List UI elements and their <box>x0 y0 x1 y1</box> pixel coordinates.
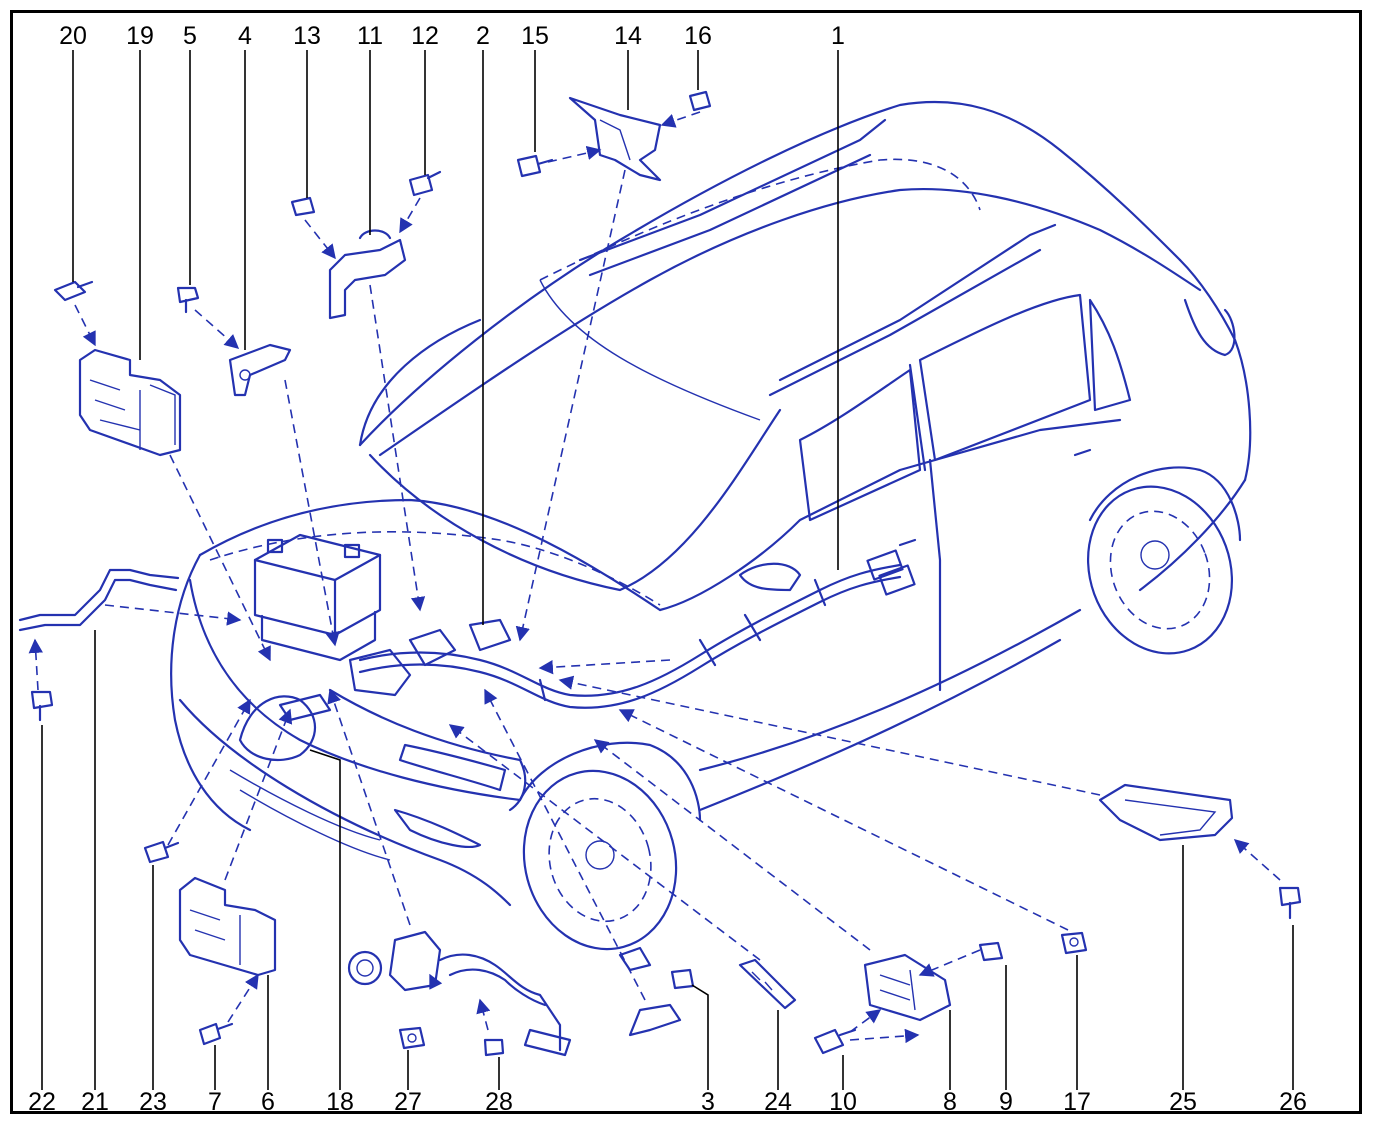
callouts-bottom: 22 21 23 7 6 18 27 28 3 24 10 8 9 17 25 … <box>28 1088 1307 1116</box>
callout-18: 18 <box>326 1088 354 1116</box>
callout-7: 7 <box>208 1088 222 1116</box>
main-harness <box>238 549 916 762</box>
callout-2: 2 <box>476 22 490 50</box>
callout-13: 13 <box>293 22 321 50</box>
vehicle-outline <box>170 100 1252 951</box>
callout-21: 21 <box>81 1088 109 1116</box>
bracket-8 <box>863 953 952 1022</box>
callout-8: 8 <box>943 1088 957 1116</box>
callouts-top: 20 19 5 4 13 11 12 2 15 14 16 1 <box>59 22 845 50</box>
callout-24: 24 <box>764 1088 792 1116</box>
callout-6: 6 <box>261 1088 275 1116</box>
callout-12: 12 <box>411 22 439 50</box>
callout-9: 9 <box>999 1088 1013 1116</box>
callout-1: 1 <box>831 22 845 50</box>
strap-21 <box>18 568 180 632</box>
callout-10: 10 <box>829 1088 857 1116</box>
battery <box>253 533 382 662</box>
bracket-14 <box>568 96 662 182</box>
callout-14: 14 <box>614 22 642 50</box>
diagram-frame <box>10 10 1362 1114</box>
callout-15: 15 <box>521 22 549 50</box>
callout-25: 25 <box>1169 1088 1197 1116</box>
callout-4: 4 <box>238 22 252 50</box>
bracket-19 <box>78 348 182 457</box>
part-24 <box>738 958 797 1010</box>
callout-22: 22 <box>28 1088 56 1116</box>
callout-28: 28 <box>485 1088 513 1116</box>
callout-11: 11 <box>357 22 383 50</box>
bracket-6 <box>178 876 277 977</box>
callout-5: 5 <box>183 22 197 50</box>
bottom-harness <box>347 930 682 1057</box>
assembly-lines <box>28 111 1281 1044</box>
clamp-11 <box>328 229 407 320</box>
callout-3: 3 <box>701 1088 715 1116</box>
callout-23: 23 <box>139 1088 167 1116</box>
callout-16: 16 <box>684 22 712 50</box>
leader-lines <box>41 50 1294 1090</box>
callout-20: 20 <box>59 22 87 50</box>
bracket-4 <box>228 343 292 397</box>
callout-17: 17 <box>1063 1088 1091 1116</box>
callout-27: 27 <box>394 1088 422 1116</box>
callout-26: 26 <box>1279 1088 1307 1116</box>
callout-19: 19 <box>126 22 154 50</box>
cover-25 <box>1098 783 1234 842</box>
